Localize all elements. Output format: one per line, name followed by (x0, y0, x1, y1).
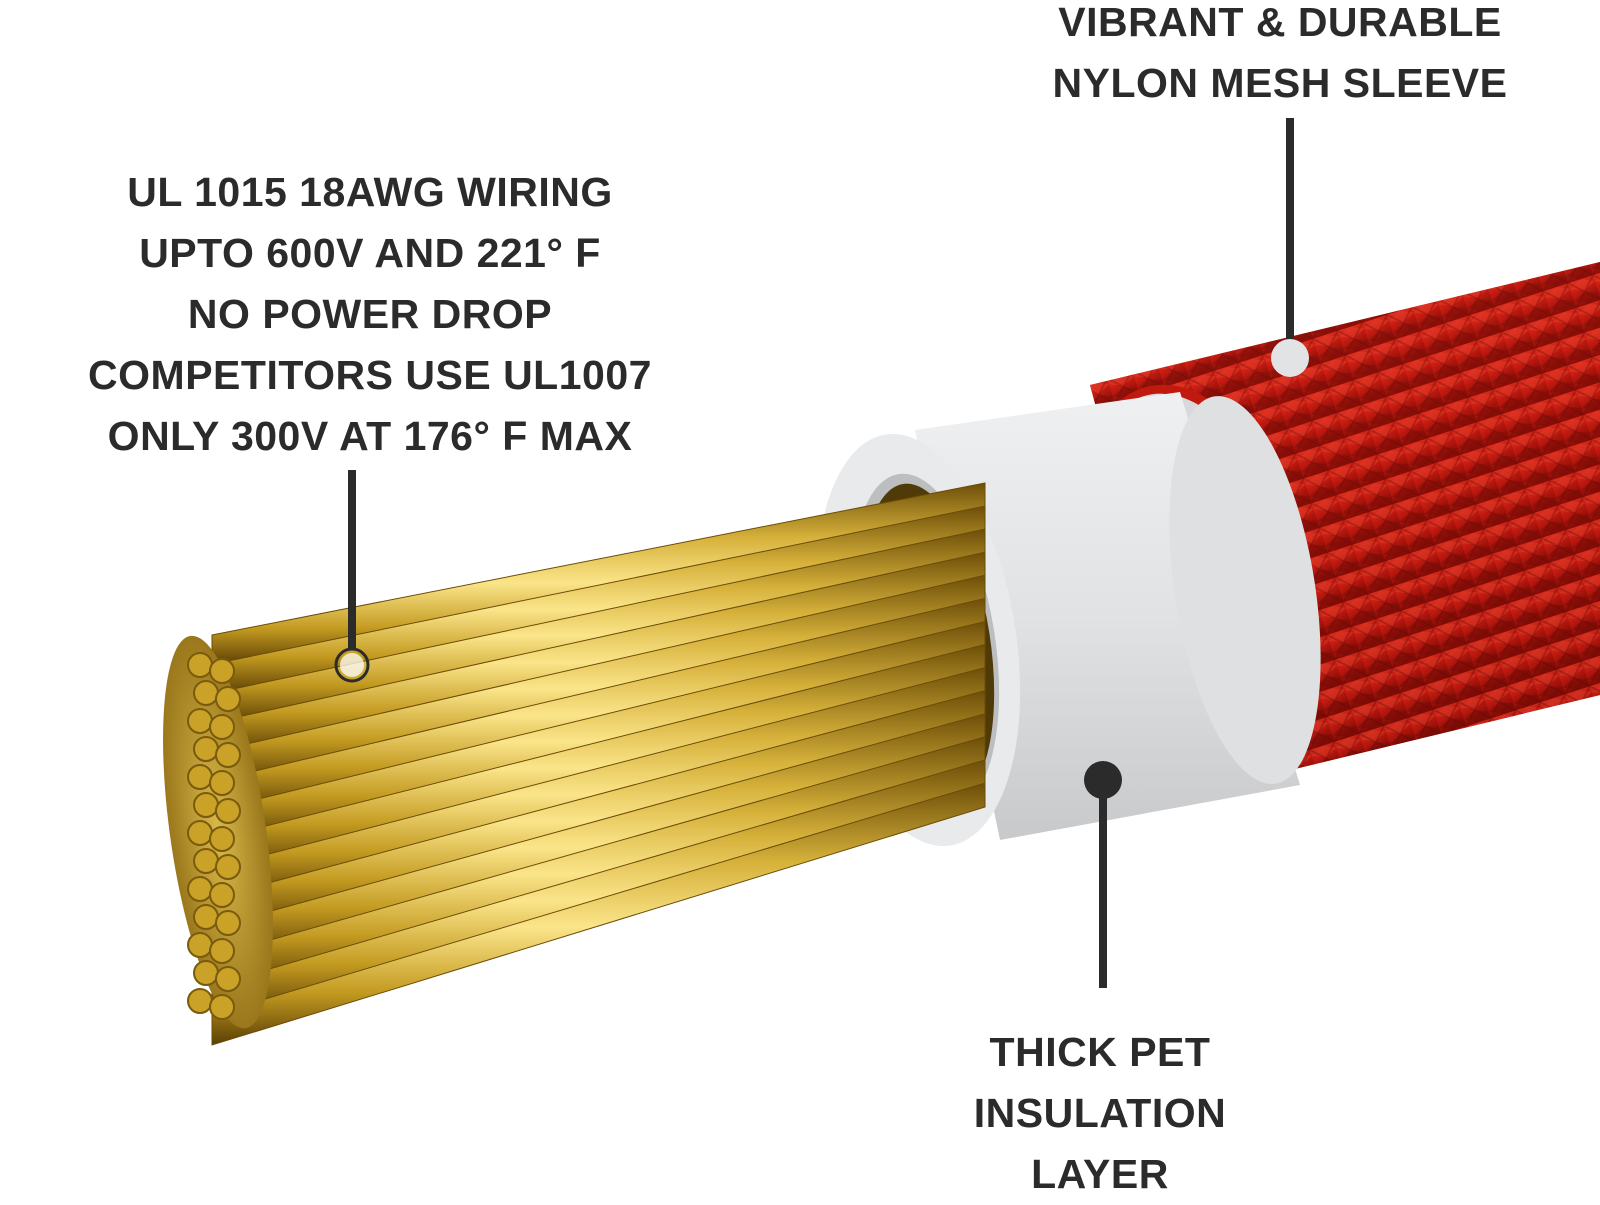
strand-end (209, 658, 235, 684)
strand-end (215, 686, 241, 712)
strand-end (215, 910, 241, 936)
wiring-callout-line: UPTO 600V AND 221° F (139, 230, 601, 276)
strand-end (209, 994, 235, 1020)
sleeve-callout: VIBRANT & DURABLE NYLON MESH SLEEVE (1000, 0, 1560, 114)
strand-end (209, 714, 235, 740)
strand-end (187, 876, 213, 902)
strand-end (209, 938, 235, 964)
copper-strands (211, 482, 986, 1046)
strand-end (193, 960, 219, 986)
strand-end (193, 904, 219, 930)
strand-end-face (163, 635, 273, 1029)
insulation-callout-line: INSULATION (973, 1090, 1227, 1136)
wiring-callout-line: ONLY 300V AT 176° F MAX (107, 413, 633, 459)
insulation-callout: THICK PET INSULATION LAYER (900, 1022, 1300, 1205)
strand-end (193, 736, 219, 762)
strand-end (193, 848, 219, 874)
insulation-callout-line: LAYER (1031, 1151, 1169, 1197)
strand-end (187, 708, 213, 734)
strand-end (215, 854, 241, 880)
wiring-callout-line: NO POWER DROP (187, 291, 553, 337)
strand-end (215, 742, 241, 768)
strand-end (187, 932, 213, 958)
wiring-callout-line: COMPETITORS USE UL1007 (88, 352, 652, 398)
strand-end (187, 820, 213, 846)
sleeve-callout-line: VIBRANT & DURABLE (1058, 0, 1502, 45)
strand-end (187, 988, 213, 1014)
strand-end (209, 826, 235, 852)
strand-end (187, 764, 213, 790)
insulation-callout-line: THICK PET (989, 1029, 1211, 1075)
strand-end (193, 792, 219, 818)
strand-end (209, 882, 235, 908)
strand-end (187, 652, 213, 678)
copper-strand (211, 782, 986, 1046)
leader-wiring (334, 470, 370, 683)
leader-insulation (1084, 761, 1122, 988)
sleeve-callout-line: NYLON MESH SLEEVE (1052, 60, 1508, 106)
wiring-callout-line: UL 1015 18AWG WIRING (127, 169, 613, 215)
strand-end (193, 680, 219, 706)
strand-end (215, 966, 241, 992)
strand-end (215, 798, 241, 824)
leader-sleeve (1271, 118, 1309, 377)
wiring-callout: UL 1015 18AWG WIRING UPTO 600V AND 221° … (40, 162, 700, 467)
strand-end (209, 770, 235, 796)
